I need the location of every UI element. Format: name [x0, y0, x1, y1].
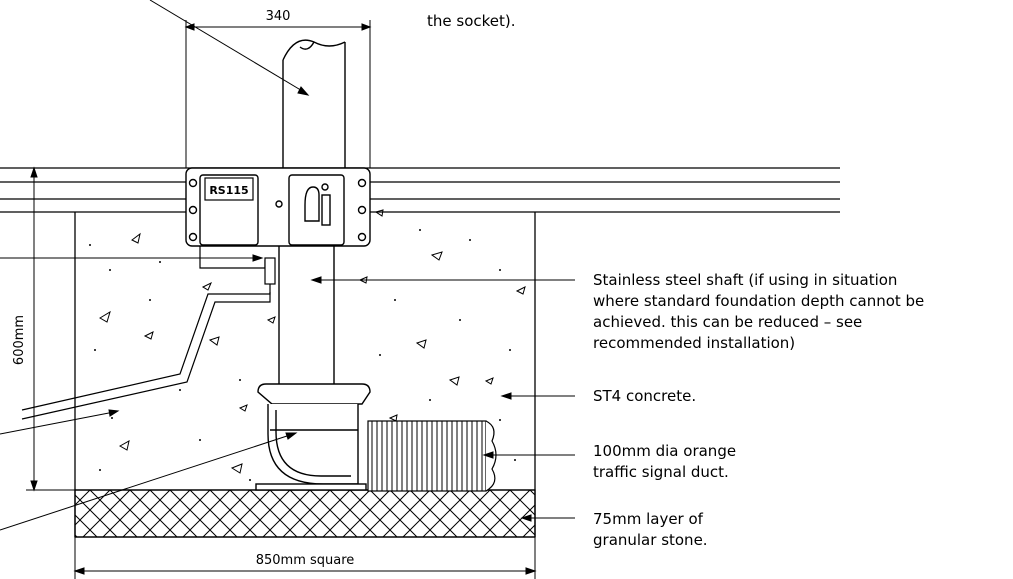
shaft-note-line-2: where standard foundation depth cannot b…: [593, 292, 924, 310]
stone-note-line-1: 75mm layer of: [593, 510, 704, 528]
stainless-shaft: [278, 246, 335, 385]
concrete-dots: [89, 229, 516, 481]
concrete-fill: [99, 209, 526, 474]
base-width-label: 850mm square: [256, 553, 355, 568]
dimension-top-width: [184, 20, 372, 168]
top-width-label: 340: [266, 9, 291, 24]
road-surface-lines: [0, 167, 840, 213]
socket-label-plate: [204, 177, 254, 201]
depth-label: 600mm: [12, 315, 27, 365]
concrete-note: ST4 concrete.: [593, 387, 696, 405]
dimension-depth: [26, 166, 75, 492]
leader-lines: [0, 0, 575, 531]
granular-stone-layer: [74, 489, 536, 538]
shaft-note-line-1: Stainless steel shaft (if using in situa…: [593, 271, 897, 289]
signal-pole: [282, 39, 346, 168]
duct-note-line-1: 100mm dia orange: [593, 442, 736, 460]
traffic-signal-duct: [367, 420, 497, 492]
stone-note-line-2: granular stone.: [593, 531, 708, 549]
earth-cable: [21, 246, 276, 420]
shaft-note-line-4: recommended installation): [593, 334, 795, 352]
socket-note: the socket).: [427, 12, 516, 30]
duct-note-line-2: traffic signal duct.: [593, 463, 729, 481]
shaft-note-line-3: achieved. this can be reduced – see: [593, 313, 862, 331]
socket-label: RS115: [209, 184, 248, 197]
base-bend: [255, 383, 371, 491]
dimension-base-width: [73, 537, 537, 579]
